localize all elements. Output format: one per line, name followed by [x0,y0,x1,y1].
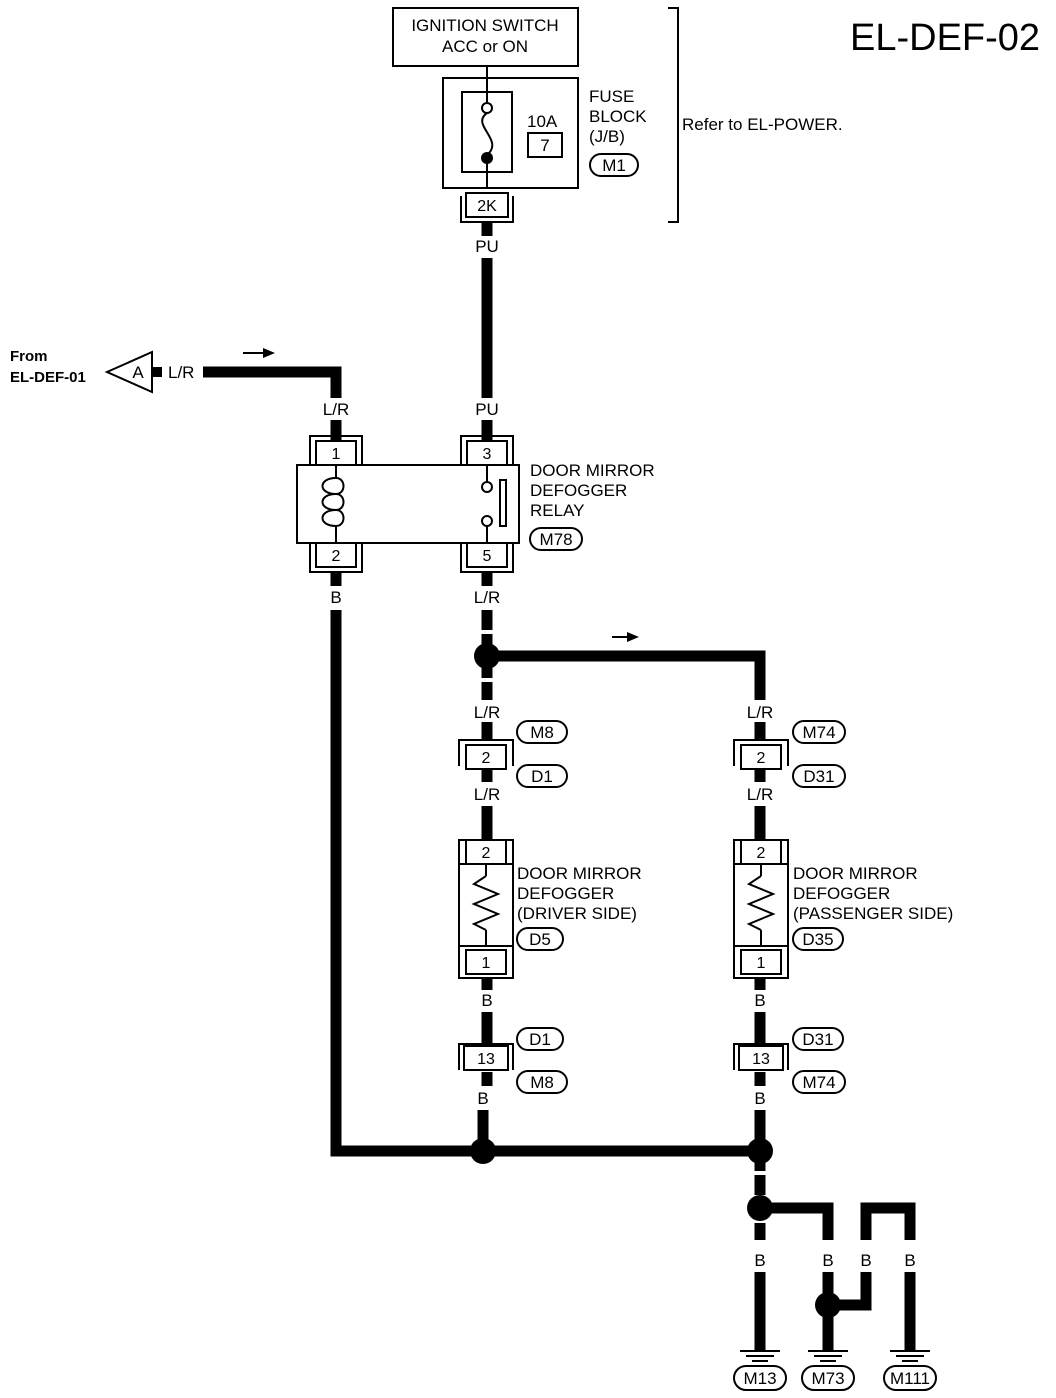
wire-color-b-driver-2: B [477,1089,488,1108]
ground-icon [740,1350,780,1362]
ignition-switch-mode: ACC or ON [442,37,528,56]
passenger-upper-conn-b: D31 [803,767,834,786]
passenger-label-2: DEFOGGER [793,884,890,903]
connector-ref: A [132,363,144,382]
ground-m111: M111 [890,1369,930,1388]
driver-pin-upper: 2 [482,750,491,767]
fuse-terminal: 2K [477,198,497,215]
relay-label-1: DOOR MIRROR [530,461,655,480]
relay-label-2: DEFOGGER [530,481,627,500]
driver-pin-out: 1 [482,955,491,972]
relay-box [296,464,520,544]
driver-label-3: (DRIVER SIDE) [517,904,637,923]
driver-pin-lower: 13 [477,1051,495,1068]
relay-connector: M78 [539,530,572,549]
arrow-right-icon [263,348,275,358]
driver-connector: D5 [529,930,551,949]
wire-color-b-ground-4: B [904,1251,915,1270]
wire-b-ground-bus [330,610,760,1157]
fuse-block-label-2: BLOCK [589,107,647,126]
wire-color-lr-driver-2: L/R [474,785,500,804]
passenger-pin-lower: 13 [752,1051,770,1068]
passenger-pin-upper: 2 [757,750,766,767]
fuse-block-label-1: FUSE [589,87,634,106]
wire-lr-source [203,366,342,398]
passenger-pin-out: 1 [757,955,766,972]
driver-label-2: DEFOGGER [517,884,614,903]
wire-color-lr-passenger-1: L/R [747,703,773,722]
heater-resistor-icon [746,875,776,931]
driver-upper-conn-a: M8 [530,723,554,742]
fuse-block-label-3: (J/B) [589,127,625,146]
splice-b-driver [470,1138,496,1164]
driver-lower-conn-a: D1 [529,1030,551,1049]
wire-color-b-ground-1: B [754,1251,765,1270]
from-source: EL-DEF-01 [10,369,86,386]
wire-lr-passenger [487,650,766,700]
passenger-pin-in: 2 [757,845,766,862]
wire-color-pu-bottom: PU [475,400,499,419]
ground-icon [808,1350,848,1362]
refer-bracket [668,7,679,223]
wire-color-b-ground-3: B [860,1251,871,1270]
driver-label-1: DOOR MIRROR [517,864,642,883]
passenger-upper-conn-a: M74 [802,723,835,742]
passenger-label-3: (PASSENGER SIDE) [793,904,953,923]
fuse-connector-label: M1 [602,156,626,175]
wire-color-b-ground-2: B [822,1251,833,1270]
relay-contact-icon [499,479,507,527]
splice-ground-m73 [815,1292,841,1318]
relay-pin-3: 3 [483,446,492,463]
ignition-switch-box [392,7,579,67]
wire-color-lr-driver-1: L/R [474,703,500,722]
wire-color-lr-passenger-2: L/R [747,785,773,804]
fuse-number: 7 [540,136,549,155]
ground-m13: M13 [743,1369,776,1388]
driver-lower-conn-b: M8 [530,1073,554,1092]
wire-color-b-relay: B [330,588,341,607]
heater-resistor-icon [471,875,501,931]
relay-pin-1: 1 [332,446,341,463]
passenger-connector: D35 [802,930,833,949]
wire-color-lr-relay-in: L/R [323,400,349,419]
passenger-lower-conn-b: M74 [802,1073,835,1092]
relay-pin-2: 2 [332,548,341,565]
from-label: From [10,348,48,365]
relay-coil-icon [321,477,337,527]
wire-color-b-passenger-2: B [754,1089,765,1108]
driver-upper-conn-b: D1 [531,767,553,786]
fuse-rating: 10A [527,112,558,131]
wire-color-lr-relay-out: L/R [474,588,500,607]
relay-label-3: RELAY [530,501,585,520]
ignition-switch-label: IGNITION SWITCH [411,16,558,35]
fuse-icon [481,112,494,156]
passenger-lower-conn-a: D31 [802,1030,833,1049]
wire-color-lr-source: L/R [168,363,194,382]
arrow-right-icon [627,632,639,642]
diagram-title: EL-DEF-02 [850,17,1040,59]
relay-pin-5: 5 [483,548,492,565]
connector-badge [589,153,639,177]
wire-color-pu-top: PU [475,237,499,256]
passenger-label-1: DOOR MIRROR [793,864,918,883]
ground-icon [890,1350,930,1362]
ground-m73: M73 [811,1369,844,1388]
wire-color-b-passenger-1: B [754,991,765,1010]
driver-pin-in: 2 [482,845,491,862]
refer-text: Refer to EL-POWER. [682,115,843,134]
connector-ref-triangle [104,350,153,394]
wire-color-b-driver-1: B [481,991,492,1010]
